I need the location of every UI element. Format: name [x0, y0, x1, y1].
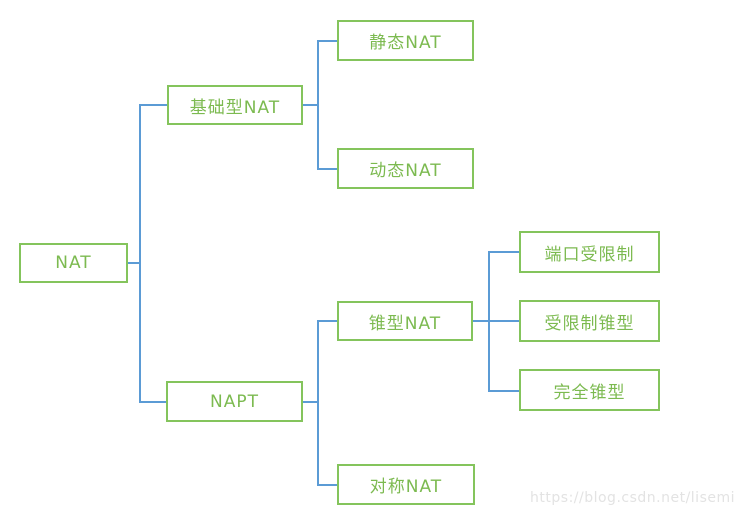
node-nat-label: NAT: [55, 253, 92, 273]
node-restricted-cone-label: 受限制锥型: [544, 313, 635, 334]
connector-basic-nat-vertical: [317, 40, 319, 170]
connector-nat-vertical: [139, 104, 141, 403]
watermark-url: https://blog.csdn.net/lisemi: [530, 490, 735, 506]
connector-napt-stub: [303, 401, 319, 403]
connector-to-full-cone: [488, 390, 520, 392]
connector-to-restricted-cone: [488, 320, 520, 322]
node-full-cone-label: 完全锥型: [553, 382, 626, 403]
node-dynamic-nat: 动态NAT: [337, 148, 474, 189]
node-port-restricted-label: 端口受限制: [544, 244, 635, 265]
connector-nat-stub: [128, 262, 141, 264]
connector-basic-nat-stub: [303, 104, 319, 106]
connector-to-symmetric-nat: [317, 484, 338, 486]
node-basic-nat: 基础型NAT: [167, 85, 303, 125]
node-dynamic-nat-label: 动态NAT: [369, 161, 442, 181]
node-napt-label: NAPT: [210, 391, 259, 412]
node-full-cone: 完全锥型: [519, 369, 660, 411]
connector-napt-vertical: [317, 320, 319, 486]
node-nat: NAT: [19, 243, 128, 283]
node-restricted-cone: 受限制锥型: [519, 300, 660, 342]
node-cone-nat-label: 锥型NAT: [368, 313, 442, 334]
node-symmetric-nat: 对称NAT: [337, 464, 475, 505]
node-cone-nat: 锥型NAT: [337, 301, 473, 341]
connector-to-dynamic-nat: [317, 168, 338, 170]
node-basic-nat-label: 基础型NAT: [189, 97, 281, 118]
connector-to-cone-nat: [317, 320, 338, 322]
connector-cone-nat-stub: [473, 320, 489, 322]
connector-to-port-restricted: [488, 251, 520, 253]
node-symmetric-nat-label: 对称NAT: [369, 477, 443, 497]
connector-to-static-nat: [317, 40, 338, 42]
connector-to-basic-nat: [139, 104, 168, 106]
node-port-restricted: 端口受限制: [519, 231, 660, 273]
node-static-nat-label: 静态NAT: [369, 33, 442, 53]
node-static-nat: 静态NAT: [337, 20, 474, 61]
connector-to-napt: [139, 401, 167, 403]
node-napt: NAPT: [166, 381, 303, 422]
